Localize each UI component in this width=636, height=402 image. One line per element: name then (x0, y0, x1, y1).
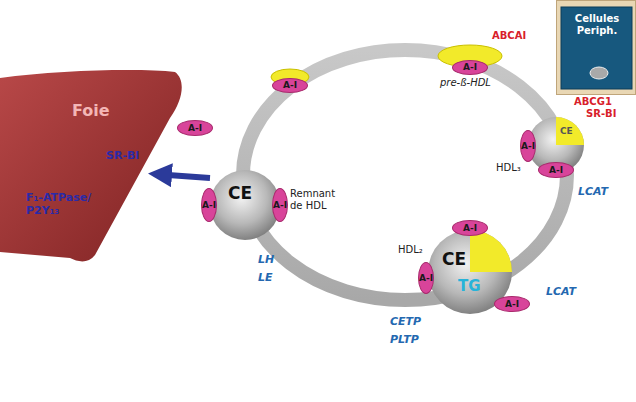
apoa1-particle: A-I (272, 188, 288, 222)
node-text: Foie (72, 102, 110, 120)
hdl-sphere: CETGA-IA-IA-I (428, 230, 512, 314)
annotation-label: LCAT (578, 186, 608, 199)
apo-label: A-I (283, 80, 297, 90)
apoa1-particle: A-I (452, 60, 488, 75)
uptake-arrow (154, 174, 210, 178)
liver-shape (0, 66, 186, 264)
node-text: TG (458, 278, 481, 295)
apoa1-particle: A-I (452, 220, 488, 236)
apo-label: A-I (505, 299, 519, 309)
annotation-label: LE (258, 272, 273, 285)
annotation-label: ABCAI (492, 30, 526, 42)
annotation-label: F₁-ATPase/ P2Y₁₃ (26, 192, 116, 217)
hdl-sphere: CEA-IA-I (210, 170, 280, 240)
apo-label: A-I (202, 200, 216, 210)
annotation-label: CETP (390, 316, 421, 329)
annotation-label: LCAT (546, 286, 576, 299)
apo-label: A-I (188, 123, 202, 133)
node-text: CE (442, 250, 466, 270)
liver-organ: Foie (0, 66, 150, 264)
annotation-label: pre-ß-HDL (440, 77, 491, 89)
apoa1-particle: A-I (520, 130, 536, 162)
cell-box: Cellules Periph. (556, 0, 636, 95)
annotation-label: HDL₃ (496, 162, 521, 174)
annotation-label: ABCG1 (574, 96, 612, 108)
hdl-sphere: CEA-IA-I (528, 117, 584, 173)
apo-label: A-I (463, 223, 477, 233)
apoa1-particle: A-I (177, 120, 213, 136)
annotation-label: HDL₂ (398, 244, 423, 256)
apo-label: A-I (419, 273, 433, 283)
apoa1-particle: A-I (418, 262, 434, 294)
apo-label: A-I (463, 62, 477, 72)
hdl-cycle-ring (243, 50, 567, 300)
annotation-label: SR-BI (106, 150, 139, 163)
apoa1-particle: A-I (201, 188, 217, 222)
annotation-label: Remnant de HDL (290, 188, 342, 211)
apoa1-particle: A-I (494, 296, 530, 312)
apo-label: A-I (549, 165, 563, 175)
apoa1-particle: A-I (272, 78, 308, 93)
node-text: CE (560, 126, 573, 136)
annotation-label: PLTP (390, 334, 419, 347)
apoa1-particle: A-I (538, 162, 574, 178)
annotation-label: LH (258, 254, 274, 267)
apo-label: A-I (273, 200, 287, 210)
apo-label: A-I (521, 141, 535, 151)
annotation-label: SR-BI (586, 108, 616, 120)
node-text: CE (228, 184, 252, 204)
node-text: Cellules Periph. (561, 13, 633, 36)
